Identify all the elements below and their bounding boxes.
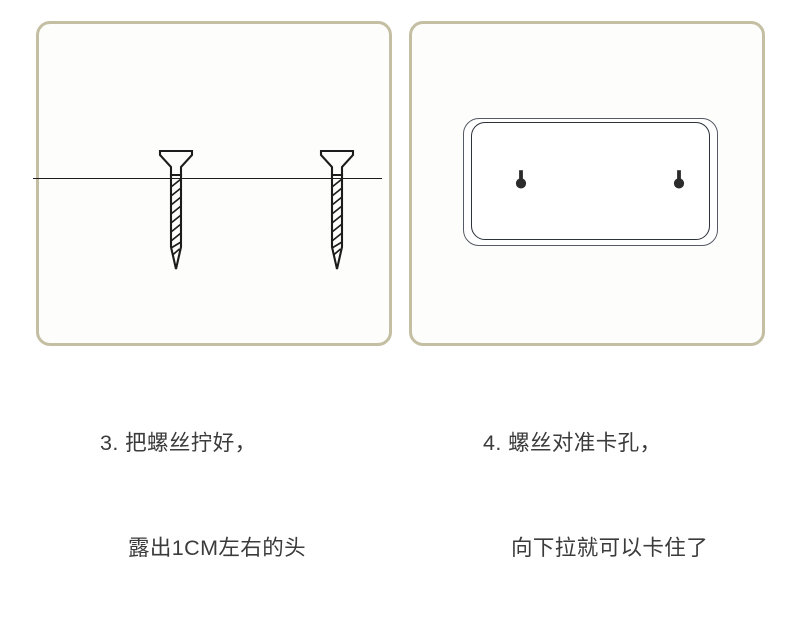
panel-step-4-content	[412, 24, 762, 343]
illustration-canvas: 3. 把螺丝拧好， 露出1CM左右的头 4. 螺丝对准卡孔， 向下拉就可以卡住了	[33, 21, 765, 560]
caption-step-4-line-1: 4. 螺丝对准卡孔，	[483, 431, 662, 455]
caption-step-3-line-2: 露出1CM左右的头	[128, 536, 306, 560]
keyhole-slot-icon	[515, 168, 527, 192]
flat-head-screw-icon	[317, 147, 357, 272]
keyhole-slot-icon	[673, 168, 685, 192]
panel-step-4	[409, 21, 765, 346]
caption-step-3-line-1: 3. 把螺丝拧好，	[100, 431, 257, 455]
caption-step-4-line-2: 向下拉就可以卡住了	[511, 536, 709, 560]
flat-head-screw-icon	[156, 147, 196, 272]
panel-step-3	[33, 21, 392, 346]
caption-step-4: 4. 螺丝对准卡孔， 向下拉就可以卡住了	[483, 356, 708, 636]
wall-surface-line-icon	[33, 178, 382, 179]
caption-step-3: 3. 把螺丝拧好， 露出1CM左右的头	[100, 356, 306, 636]
mounting-plate-face	[471, 122, 710, 240]
panel-step-3-content	[33, 24, 389, 343]
mounting-plate-icon	[463, 118, 718, 246]
